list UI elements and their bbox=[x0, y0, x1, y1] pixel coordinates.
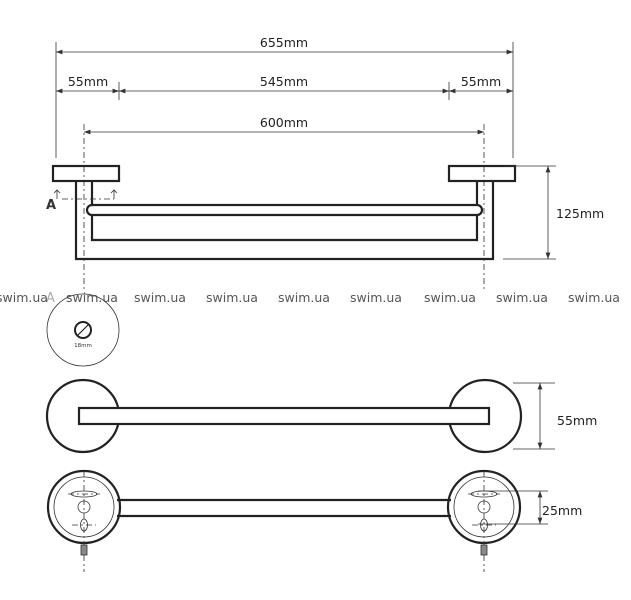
svg-text:swim.ua: swim.ua bbox=[134, 290, 186, 305]
svg-text:55mm: 55mm bbox=[68, 74, 108, 89]
svg-text:18mm: 18mm bbox=[74, 343, 92, 349]
svg-text:swim.ua: swim.ua bbox=[206, 290, 258, 305]
section-label: A bbox=[46, 198, 56, 213]
svg-text:545mm: 545mm bbox=[260, 74, 308, 89]
svg-text:655mm: 655mm bbox=[260, 35, 308, 50]
svg-text:swim.ua: swim.ua bbox=[350, 290, 402, 305]
dimension-bar-depth: 25mm bbox=[478, 490, 582, 525]
mount-left bbox=[46, 469, 122, 572]
top-view bbox=[45, 378, 523, 454]
svg-text:55mm: 55mm bbox=[557, 413, 597, 428]
section-a-view: 18mm bbox=[46, 293, 120, 367]
dimension-height: 125mm bbox=[503, 165, 604, 260]
svg-text:55mm: 55mm bbox=[461, 74, 501, 89]
mount-right bbox=[446, 469, 522, 572]
dimension-total-width: 655mm bbox=[56, 35, 513, 55]
svg-text:125mm: 125mm bbox=[556, 206, 604, 221]
dimension-segments: 55mm 545mm 55mm bbox=[56, 74, 513, 94]
svg-text:swim.ua: swim.ua bbox=[496, 290, 548, 305]
svg-text:600mm: 600mm bbox=[260, 115, 308, 130]
svg-text:swim.ua: swim.ua bbox=[568, 290, 620, 305]
dimension-bar-length: 600mm bbox=[84, 115, 484, 135]
bottom-view bbox=[46, 469, 522, 572]
svg-text:swim.ua: swim.ua bbox=[0, 290, 48, 305]
dimension-plate-diameter: 55mm bbox=[513, 382, 597, 450]
svg-text:swim.ua: swim.ua bbox=[424, 290, 476, 305]
svg-text:A: A bbox=[46, 291, 55, 306]
svg-text:swim.ua: swim.ua bbox=[66, 290, 118, 305]
watermark-row: A swim.ua swim.ua swim.ua swim.ua swim.u… bbox=[0, 290, 620, 306]
extension-lines bbox=[55, 42, 514, 158]
front-view: A bbox=[46, 164, 517, 261]
svg-text:swim.ua: swim.ua bbox=[278, 290, 330, 305]
svg-text:25mm: 25mm bbox=[542, 503, 582, 518]
